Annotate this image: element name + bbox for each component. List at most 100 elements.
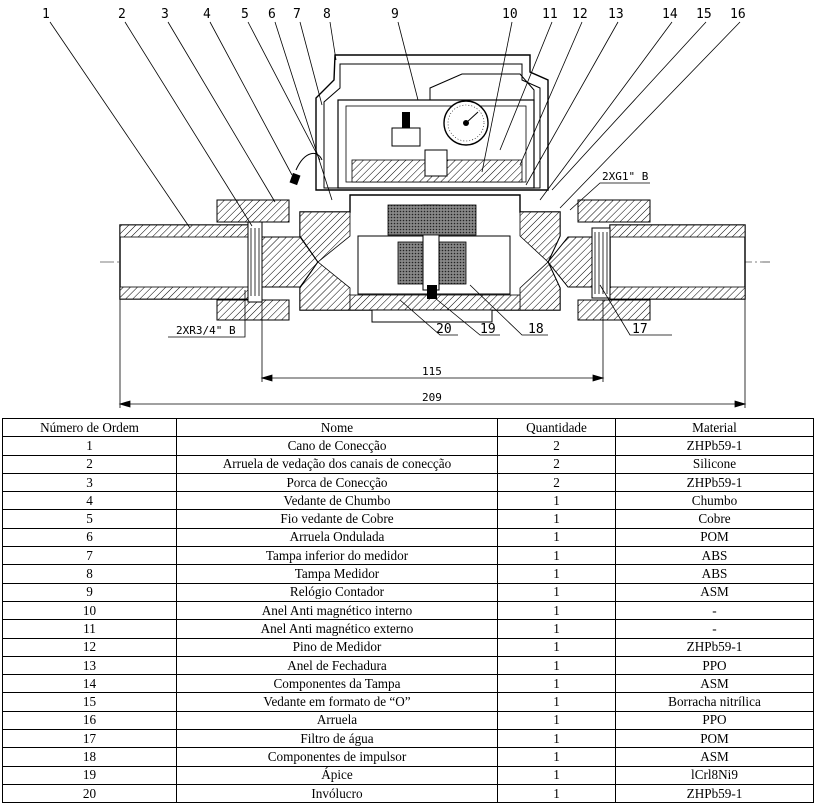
cell-material: Silicone <box>615 454 814 474</box>
cell-name: Componentes de impulsor <box>176 747 498 767</box>
cell-name: Relógio Contador <box>176 582 498 602</box>
cell-quantity: 1 <box>497 509 616 529</box>
cell-material: Borracha nitrílica <box>615 692 814 712</box>
impeller-chamber <box>357 204 511 299</box>
callout-16: 16 <box>730 7 746 22</box>
callout-13: 13 <box>608 7 624 22</box>
callout-10: 10 <box>502 7 518 22</box>
cell-number: 7 <box>2 546 177 566</box>
right-connection-pipe <box>547 224 746 300</box>
cell-quantity: 1 <box>497 692 616 712</box>
cell-number: 6 <box>2 527 177 548</box>
cell-material: ASM <box>615 582 814 602</box>
cell-name: Ápice <box>176 765 498 785</box>
cell-material: lCrl8Ni9 <box>615 765 814 785</box>
cell-name: Porca de Conecção <box>176 472 498 493</box>
cell-quantity: 1 <box>497 582 616 602</box>
cell-quantity: 1 <box>497 783 616 803</box>
cell-name: Anel de Fechadura <box>176 655 498 676</box>
callout-7: 7 <box>293 7 301 22</box>
cell-quantity: 1 <box>497 546 616 566</box>
lead-seal <box>289 172 301 186</box>
cell-quantity: 1 <box>497 674 616 694</box>
cell-material: ASM <box>615 674 814 694</box>
cell-number: 10 <box>2 600 177 621</box>
callout-19: 19 <box>480 322 496 337</box>
cell-name: Cano de Conecção <box>176 436 498 456</box>
callout-17: 17 <box>632 322 648 337</box>
table-header-row: Número de Ordem Nome Quantidade Material <box>2 417 814 438</box>
cell-number: 8 <box>2 564 177 584</box>
parts-table: Número de Ordem Nome Quantidade Material… <box>2 417 814 803</box>
thread-label-top-right: 2XG1" B <box>602 170 649 183</box>
cell-number: 14 <box>2 674 177 694</box>
cell-material: Chumbo <box>615 491 814 511</box>
cell-name: Pino de Medidor <box>176 637 498 657</box>
col-header-number: Número de Ordem <box>2 417 177 438</box>
cell-material: ASM <box>615 747 814 767</box>
cell-name: Arruela de vedação dos canais de conecçã… <box>176 454 498 474</box>
cell-quantity: 1 <box>497 729 616 749</box>
callout-15: 15 <box>696 7 712 22</box>
callout-18: 18 <box>528 322 544 337</box>
right-connection-nut <box>577 199 651 321</box>
cell-name: Anel Anti magnético externo <box>176 619 498 639</box>
cell-number: 9 <box>2 582 177 602</box>
cell-number: 11 <box>2 619 177 639</box>
cell-quantity: 1 <box>497 600 616 621</box>
cell-name: Tampa inferior do medidor <box>176 546 498 566</box>
cell-number: 15 <box>2 692 177 712</box>
cell-quantity: 1 <box>497 491 616 511</box>
cell-name: Componentes da Tampa <box>176 674 498 694</box>
col-header-quantity: Quantidade <box>497 417 616 438</box>
cell-material: POM <box>615 729 814 749</box>
cell-quantity: 1 <box>497 619 616 639</box>
cell-number: 19 <box>2 765 177 785</box>
col-header-material: Material <box>615 417 814 438</box>
cell-material: POM <box>615 527 814 548</box>
callout-12: 12 <box>572 7 588 22</box>
col-header-name: Nome <box>176 417 498 438</box>
cell-name: Vedante em formato de “O” <box>176 692 498 712</box>
cell-material: PPO <box>615 710 814 731</box>
cell-quantity: 1 <box>497 527 616 548</box>
cell-number: 17 <box>2 729 177 749</box>
cell-material: ABS <box>615 546 814 566</box>
callout-20: 20 <box>436 322 452 337</box>
cell-material: - <box>615 600 814 621</box>
cell-name: Vedante de Chumbo <box>176 491 498 511</box>
callout-numbers: 1 2 3 4 5 6 7 8 9 10 11 12 13 14 15 16 1… <box>42 7 746 337</box>
cell-number: 18 <box>2 747 177 767</box>
dimension-inner: 115 <box>422 365 442 378</box>
left-connection-pipe <box>119 224 319 300</box>
cell-quantity: 1 <box>497 710 616 731</box>
cell-material: ABS <box>615 564 814 584</box>
cell-number: 1 <box>2 436 177 456</box>
cell-name: Tampa Medidor <box>176 564 498 584</box>
cell-name: Anel Anti magnético interno <box>176 600 498 621</box>
callout-1: 1 <box>42 7 50 22</box>
cell-material: ZHPb59-1 <box>615 783 814 803</box>
cell-material: - <box>615 619 814 639</box>
callout-3: 3 <box>161 7 169 22</box>
dimension-lines <box>118 299 747 408</box>
cell-quantity: 1 <box>497 564 616 584</box>
cell-number: 5 <box>2 509 177 529</box>
counter-dial <box>443 100 489 146</box>
leader-lines <box>49 21 741 338</box>
